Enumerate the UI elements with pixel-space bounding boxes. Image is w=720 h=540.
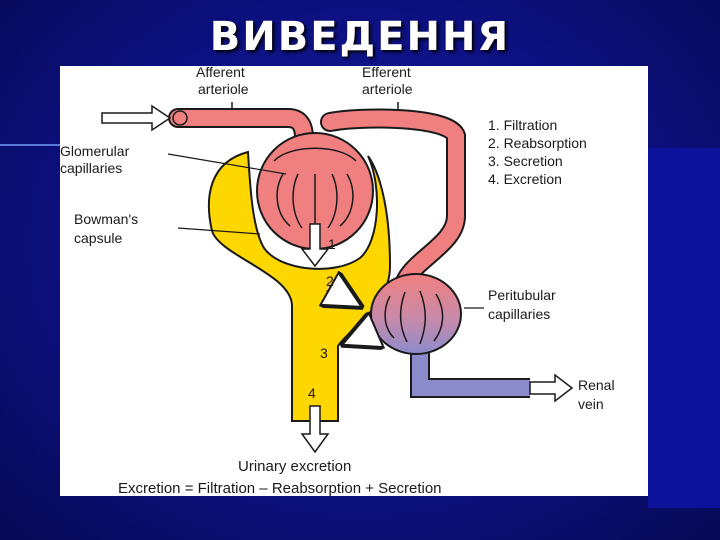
bowmans-capsule-tubule [207,150,392,422]
excretion-equation: Excretion = Filtration – Reabsorption + … [118,480,442,496]
peritubular-label-line2: capillaries [488,306,550,322]
blood-inflow-arrow [101,104,172,132]
efferent-label-line2: arteriole [362,81,413,97]
renal-vein-label-line2: vein [578,396,604,412]
step-number-4: 4 [308,385,316,401]
legend-item-reabsorption: 2. Reabsorption [488,135,587,151]
nephron-figure: Afferent arteriole Efferent arteriole Gl… [60,66,648,496]
urinary-excretion-label: Urinary excretion [238,458,351,475]
bowman-label-line1: Bowman's [74,211,138,227]
renal-vein-label-line1: Renal [578,377,615,393]
bowman-label-line2: capsule [74,230,122,246]
filtration-arrow [300,223,330,268]
renal-vein-arrow [529,373,574,403]
glomerular-label-line2: capillaries [60,160,122,176]
legend-item-secretion: 3. Secretion [488,153,563,169]
afferent-label-line2: arteriole [198,81,249,97]
afferent-label-line1: Afferent [196,66,245,80]
decorative-panel [648,148,720,508]
peritubular-label-line1: Peritubular [488,287,556,303]
nephron-diagram: Afferent arteriole Efferent arteriole Gl… [60,66,615,496]
legend-item-filtration: 1. Filtration [488,117,557,133]
excretion-arrow [300,405,330,454]
glomerular-label-line1: Glomerular [60,143,130,159]
step-number-3: 3 [320,345,328,361]
efferent-label-line1: Efferent [362,66,411,80]
step-number-1: 1 [328,236,336,252]
step-number-2: 2 [326,273,334,289]
decorative-line [0,144,60,146]
legend-item-excretion: 4. Excretion [488,171,562,187]
slide-title: ВИВЕДЕННЯ [209,14,511,60]
